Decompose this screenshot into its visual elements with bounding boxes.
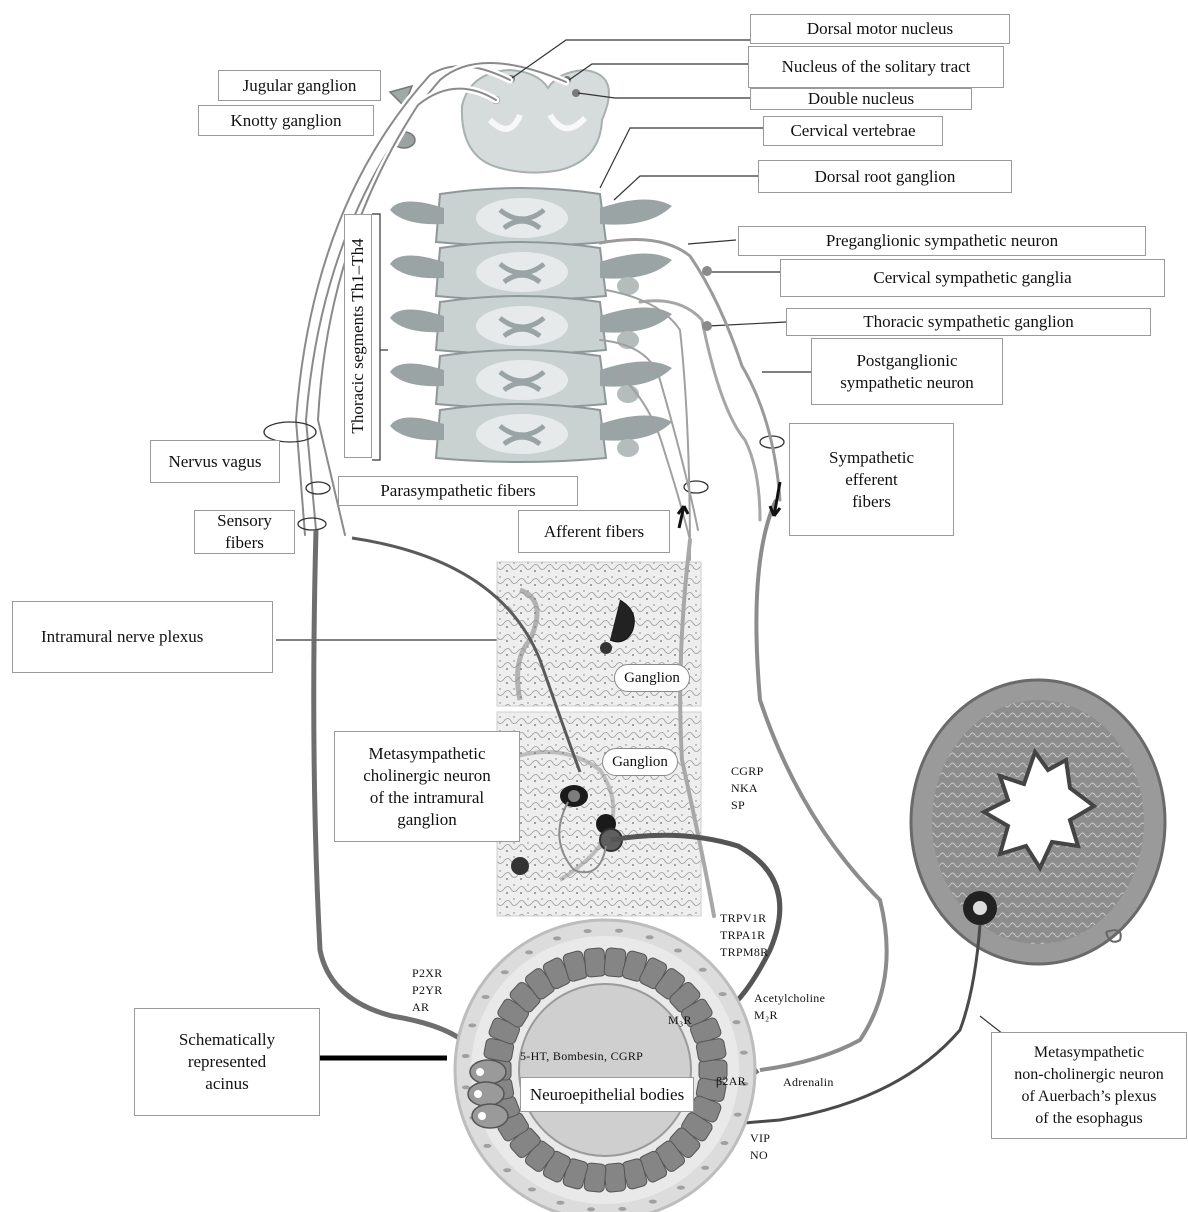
label-serotonin-bombesin: 5-HT, Bombesin, CGRP: [520, 1048, 643, 1065]
myoepithelial-nucleus: [525, 950, 533, 954]
label-purinergic-receptors: P2XR P2YR AR: [412, 965, 443, 1016]
label-postganglionic-neuron: Postganglionic sympathetic neuron: [811, 338, 1003, 405]
myoepithelial-nucleus: [503, 1168, 511, 1172]
label-beta2ar: β2AR: [716, 1073, 746, 1090]
spinal-segment: [390, 242, 672, 300]
label-ganglion-lower: Ganglion: [602, 748, 678, 776]
myoepithelial-nucleus: [528, 1187, 536, 1191]
spinal-segment: [390, 350, 672, 408]
myoepithelial-nucleus: [674, 949, 682, 953]
label-thoracic-segments: Thoracic segments Th1–Th4: [344, 214, 372, 458]
histology-panels: [497, 562, 701, 916]
label-sympathetic-efferent-fibers: Sympathetic efferent fibers: [789, 423, 954, 536]
medulla-oblongata: [462, 70, 609, 173]
label-ganglion-upper: Ganglion: [614, 664, 690, 692]
acinar-cell: [604, 1163, 626, 1193]
label-thoracic-sympathetic-ganglion: Thoracic sympathetic ganglion: [786, 308, 1151, 336]
myoepithelial-nucleus: [482, 995, 490, 999]
myoepithelial-nucleus: [587, 1207, 595, 1211]
myoepithelial-nucleus: [483, 1144, 491, 1148]
label-intramural-nerve-plexus: Intramural nerve plexus: [12, 601, 273, 673]
acinus: [455, 920, 755, 1212]
myoepithelial-nucleus: [556, 1201, 564, 1205]
myoepithelial-nucleus: [733, 1020, 741, 1024]
label-metasympathetic-noncholinergic-neuron: Metasympathetic non-cholinergic neuron o…: [991, 1032, 1187, 1139]
label-cgrp-nka-sp: CGRP NKA SP: [731, 763, 764, 814]
myoepithelial-nucleus: [468, 1023, 476, 1027]
label-schematic-acinus: Schematically represented acinus: [134, 1008, 320, 1116]
label-afferent-fibers: Afferent fibers: [518, 510, 670, 553]
label-adrenalin: Adrenalin: [783, 1074, 834, 1091]
spinal-column: [390, 188, 672, 462]
myoepithelial-nucleus: [734, 1113, 742, 1117]
label-knotty-ganglion: Knotty ganglion: [198, 105, 374, 136]
acinar-cell: [584, 948, 606, 978]
myoepithelial-nucleus: [618, 1207, 626, 1211]
myoepithelial-nucleus: [720, 1141, 728, 1145]
efferent-arrow: [770, 482, 780, 516]
label-preganglionic-neuron: Preganglionic sympathetic neuron: [738, 226, 1146, 256]
label-m3r: M₃R: [668, 1012, 692, 1029]
label-cervical-vertebrae: Cervical vertebrae: [763, 116, 943, 146]
myoepithelial-nucleus: [584, 929, 592, 933]
myoepithelial-nucleus: [462, 1054, 470, 1058]
label-nucleus-solitary-tract: Nucleus of the solitary tract: [748, 46, 1004, 88]
spinal-segment: [390, 404, 672, 462]
label-double-nucleus: Double nucleus: [750, 88, 972, 110]
myoepithelial-nucleus: [646, 935, 654, 939]
label-sensory-fibers: Sensory fibers: [194, 510, 295, 554]
label-jugular-ganglion: Jugular ganglion: [218, 70, 381, 101]
myoepithelial-nucleus: [719, 992, 727, 996]
sympathetic-efferent-path: [756, 500, 886, 1070]
myoepithelial-nucleus: [701, 1166, 709, 1170]
label-dorsal-root-ganglion: Dorsal root ganglion: [758, 160, 1012, 193]
spinal-segment: [390, 188, 672, 246]
label-vip-no: VIP NO: [750, 1130, 770, 1164]
label-acetylcholine: Acetylcholine M₂R: [754, 990, 825, 1024]
label-trp-receptors: TRPV1R TRPA1R TRPM8R: [720, 910, 768, 961]
myoepithelial-nucleus: [553, 936, 561, 940]
label-parasympathetic-fibers: Parasympathetic fibers: [338, 476, 578, 506]
myoepithelial-nucleus: [649, 1200, 657, 1204]
label-cervical-sympathetic-ganglia: Cervical sympathetic ganglia: [780, 259, 1165, 297]
spinal-segment: [390, 296, 672, 354]
label-metasympathetic-cholinergic-neuron: Metasympathetic cholinergic neuron of th…: [334, 731, 520, 842]
neuroepithelial-cells: [468, 1060, 508, 1128]
myoepithelial-nucleus: [740, 1051, 748, 1055]
label-neuroepithelial-bodies: Neuroepithelial bodies: [520, 1077, 694, 1112]
label-nervus-vagus: Nervus vagus: [150, 440, 280, 483]
myoepithelial-nucleus: [699, 968, 707, 972]
myoepithelial-nucleus: [501, 970, 509, 974]
myoepithelial-nucleus: [615, 929, 623, 933]
myoepithelial-nucleus: [677, 1186, 685, 1190]
label-dorsal-motor-nucleus: Dorsal motor nucleus: [750, 14, 1010, 44]
